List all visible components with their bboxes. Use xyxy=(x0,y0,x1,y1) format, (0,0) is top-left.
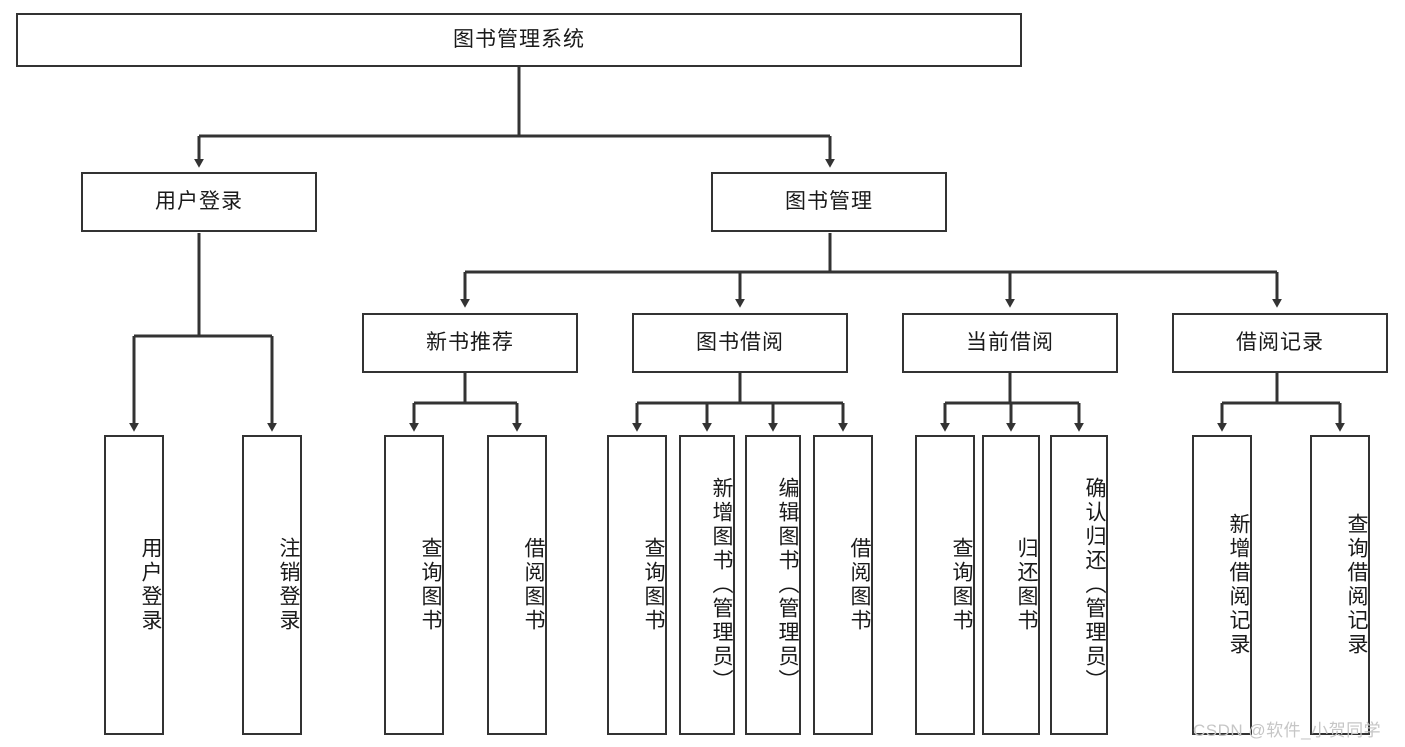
leaf-user-login[interactable]: 用户登录 xyxy=(104,435,164,735)
leaf-add-book-admin[interactable]: 新增图书（管理员） xyxy=(679,435,735,735)
node-label: 当前借阅 xyxy=(966,331,1054,355)
node-label: 查询图书 xyxy=(642,537,665,633)
leaf-query-borrow-record[interactable]: 查询借阅记录 xyxy=(1310,435,1370,735)
node-label: 图书管理系统 xyxy=(453,28,585,52)
node-label: 查询图书 xyxy=(419,537,442,633)
node-label: 编辑图书（管理员） xyxy=(776,477,799,693)
leaf-edit-book-admin[interactable]: 编辑图书（管理员） xyxy=(745,435,801,735)
node-label: 新增借阅记录 xyxy=(1227,513,1250,657)
node-label: 图书借阅 xyxy=(696,331,784,355)
node-label: 用户登录 xyxy=(155,190,243,214)
leaf-borrow-book-recommend[interactable]: 借阅图书 xyxy=(487,435,547,735)
leaf-query-book-recommend[interactable]: 查询图书 xyxy=(384,435,444,735)
node-label: 查询借阅记录 xyxy=(1345,513,1368,657)
node-label: 借阅记录 xyxy=(1236,331,1324,355)
node-label: 注销登录 xyxy=(277,537,300,633)
leaf-query-book-current[interactable]: 查询图书 xyxy=(915,435,975,735)
node-book-borrow[interactable]: 图书借阅 xyxy=(632,313,848,373)
node-label: 确认归还（管理员） xyxy=(1083,477,1106,693)
node-borrow-record[interactable]: 借阅记录 xyxy=(1172,313,1388,373)
node-label: 图书管理 xyxy=(785,190,873,214)
node-current-borrow[interactable]: 当前借阅 xyxy=(902,313,1118,373)
node-user-login[interactable]: 用户登录 xyxy=(81,172,317,232)
leaf-query-book-borrow[interactable]: 查询图书 xyxy=(607,435,667,735)
node-label: 借阅图书 xyxy=(848,537,871,633)
leaf-confirm-return-admin[interactable]: 确认归还（管理员） xyxy=(1050,435,1108,735)
node-label: 借阅图书 xyxy=(522,537,545,633)
node-label: 用户登录 xyxy=(139,537,162,633)
node-label: 新增图书（管理员） xyxy=(710,477,733,693)
node-label: 新书推荐 xyxy=(426,331,514,355)
leaf-add-borrow-record[interactable]: 新增借阅记录 xyxy=(1192,435,1252,735)
leaf-logout[interactable]: 注销登录 xyxy=(242,435,302,735)
node-label: 归还图书 xyxy=(1015,537,1038,633)
node-new-book-recommend[interactable]: 新书推荐 xyxy=(362,313,578,373)
node-label: 查询图书 xyxy=(950,537,973,633)
node-root-book-management-system[interactable]: 图书管理系统 xyxy=(16,13,1022,67)
csdn-watermark: CSDN @软件_小贺同学 xyxy=(1193,721,1382,740)
leaf-return-book[interactable]: 归还图书 xyxy=(982,435,1040,735)
leaf-borrow-book[interactable]: 借阅图书 xyxy=(813,435,873,735)
node-book-management[interactable]: 图书管理 xyxy=(711,172,947,232)
